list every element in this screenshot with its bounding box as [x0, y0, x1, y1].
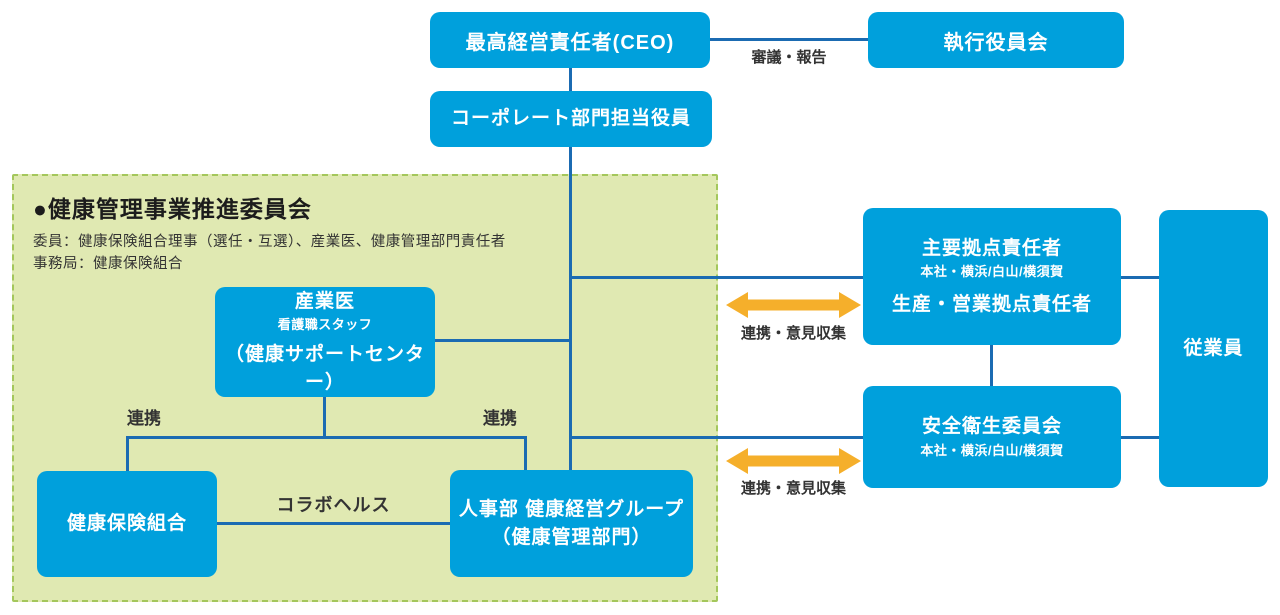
connector-physician-drop — [323, 397, 326, 436]
node-executive-board-label: 執行役員会 — [943, 31, 1049, 54]
committee-members-line: 委員：健康保険組合理事（選任・互選）、産業医、健康管理部門責任者 — [33, 234, 506, 250]
connector-main-vertical — [569, 147, 572, 472]
connector-safety-employees — [1121, 436, 1159, 439]
connector-collabo-health — [217, 522, 450, 525]
label-collab-opinion-top: 連携・意見収集 — [740, 325, 846, 342]
safety-committee-locations: 本社・横浜/白山/横須賀 — [920, 443, 1064, 459]
node-corporate-officer-label: コーポレート部門担当役員 — [450, 108, 691, 130]
union-label: 健康保険組合 — [66, 513, 187, 535]
committee-secretariat-line: 事務局：健康保険組合 — [33, 256, 183, 272]
connector-physician-main — [435, 339, 569, 342]
label-collab-opinion-bottom: 連携・意見収集 — [740, 480, 846, 497]
label-collaboration-left: 連携 — [127, 409, 161, 428]
site-managers-locations: 本社・横浜/白山/横須賀 — [920, 264, 1064, 280]
label-collabo-health: コラボヘルス — [276, 495, 391, 515]
node-occupational-physician: 産業医 看護職スタッフ （健康サポートセンター） — [215, 287, 435, 397]
node-corporate-officer: コーポレート部門担当役員 — [430, 91, 712, 147]
site-managers-subtitle: 生産・営業拠点責任者 — [891, 293, 1092, 315]
node-ceo-label: 最高経営責任者(CEO) — [465, 31, 675, 54]
employees-label: 従業員 — [1183, 337, 1244, 359]
connector-drop-union — [126, 439, 129, 471]
site-managers-title: 主要拠点責任者 — [921, 237, 1062, 259]
double-arrow-icon — [726, 292, 861, 318]
hr-group-line2: （健康管理部門） — [491, 526, 652, 548]
label-deliberation-report: 審議・報告 — [751, 49, 827, 66]
connector-ceo-corporate — [569, 68, 572, 91]
double-arrow-icon — [726, 448, 861, 474]
connector-ceo-executive — [710, 38, 868, 41]
physician-title: 産業医 — [294, 290, 355, 312]
node-employees: 従業員 — [1159, 210, 1268, 487]
physician-center: （健康サポートセンター） — [224, 343, 425, 393]
node-safety-committee: 安全衛生委員会 本社・横浜/白山/横須賀 — [863, 386, 1121, 488]
node-ceo: 最高経営責任者(CEO) — [430, 12, 710, 68]
node-site-managers: 主要拠点責任者 本社・横浜/白山/横須賀 生産・営業拠点責任者 — [863, 208, 1121, 345]
connector-inner-horizontal — [126, 436, 527, 439]
label-collaboration-right: 連携 — [483, 409, 517, 428]
connector-to-safety-committee — [572, 436, 863, 439]
safety-committee-title: 安全衛生委員会 — [921, 416, 1062, 438]
connector-drop-hr — [524, 439, 527, 470]
connector-site-safety — [990, 345, 993, 386]
committee-title: ●健康管理事業推進委員会 — [33, 196, 312, 222]
node-executive-board: 執行役員会 — [868, 12, 1124, 68]
connector-to-site-managers — [572, 276, 863, 279]
node-hr-group: 人事部 健康経営グループ （健康管理部門） — [450, 470, 693, 577]
connector-site-employees — [1121, 276, 1159, 279]
physician-staff: 看護職スタッフ — [277, 317, 373, 333]
node-health-insurance-union: 健康保険組合 — [37, 471, 217, 577]
hr-group-line1: 人事部 健康経営グループ — [458, 498, 685, 520]
